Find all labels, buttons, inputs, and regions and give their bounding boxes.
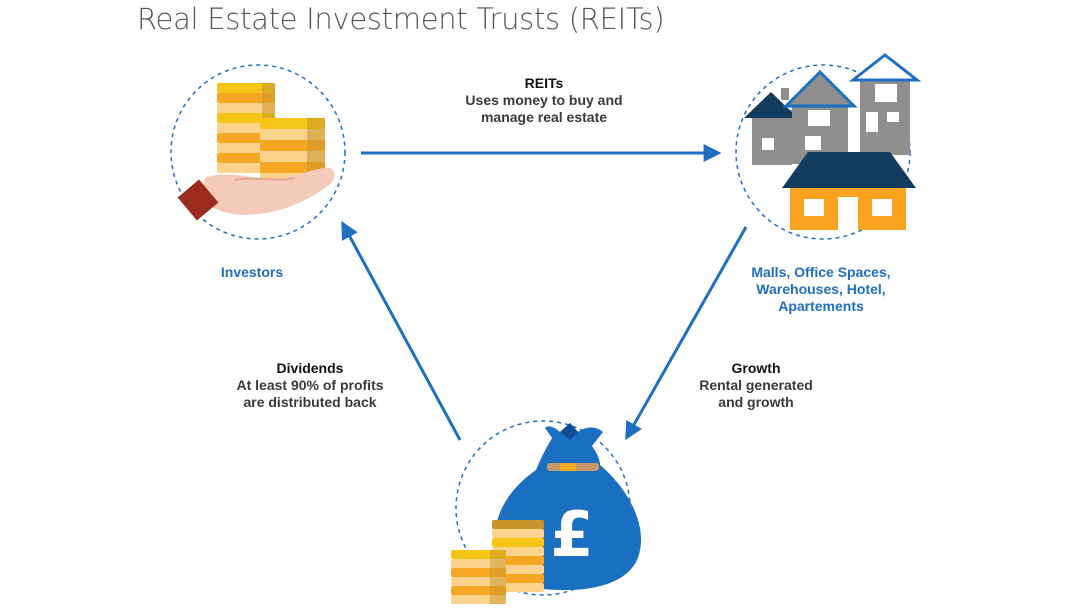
dividends-heading: Dividends bbox=[276, 360, 344, 376]
money-bag-icon: £ bbox=[451, 423, 642, 604]
dividends-arrow bbox=[341, 220, 462, 441]
buildings-icon bbox=[744, 53, 922, 230]
reits-edge-label: REITs Uses money to buy and manage real … bbox=[430, 75, 658, 126]
reits-heading: REITs bbox=[524, 75, 564, 91]
pound-symbol: £ bbox=[550, 498, 593, 571]
coin-stack-icon bbox=[451, 550, 506, 604]
growth-edge-label: Growth Rental generated and growth bbox=[666, 360, 846, 411]
investors-node-circle bbox=[170, 64, 346, 240]
investors-label: Investors bbox=[220, 264, 284, 280]
properties-label: Malls, Office Spaces, Warehouses, Hotel,… bbox=[751, 264, 891, 314]
gray-house-icon bbox=[752, 110, 792, 165]
growth-arrow bbox=[625, 226, 748, 441]
page-title: Real Estate Investment Trusts (REITs) bbox=[137, 2, 665, 36]
hand-with-coins-icon bbox=[177, 83, 335, 221]
dividends-edge-label: Dividends At least 90% of profits are di… bbox=[200, 360, 420, 411]
growth-heading: Growth bbox=[731, 360, 781, 376]
